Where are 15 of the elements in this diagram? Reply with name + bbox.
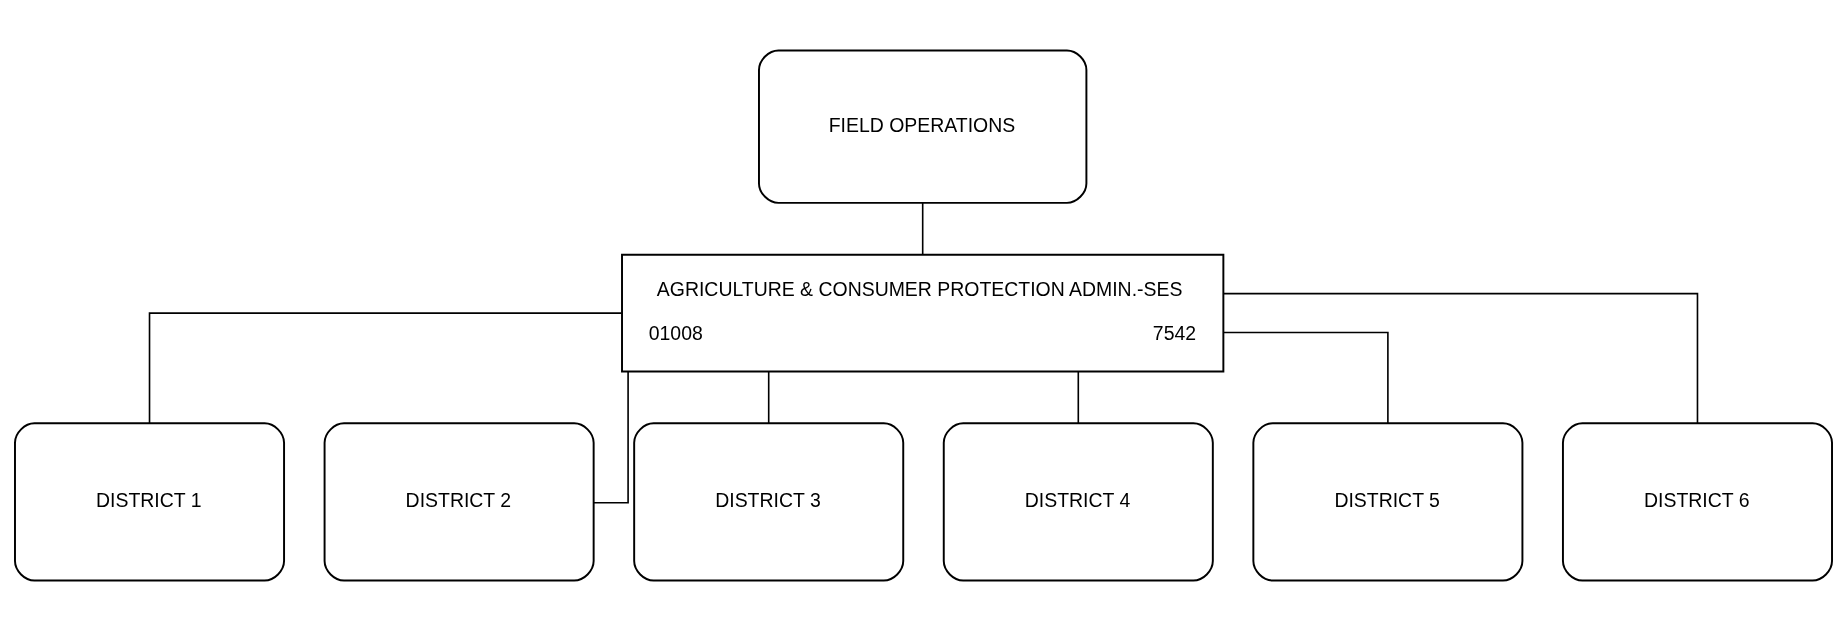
node-box: DISTRICT 4 xyxy=(942,422,1214,582)
connector xyxy=(1223,331,1389,424)
connector xyxy=(148,312,623,424)
node-box: DISTRICT 3 xyxy=(633,422,905,582)
node-box: DISTRICT 5 xyxy=(1252,422,1524,582)
connector xyxy=(1077,370,1080,424)
node-box: DISTRICT 1 xyxy=(14,422,286,582)
connector xyxy=(593,370,629,504)
node-box: DISTRICT 6 xyxy=(1561,422,1833,582)
connector xyxy=(1223,292,1699,424)
connector xyxy=(921,202,924,256)
connector xyxy=(767,370,770,424)
node-box: AGRICULTURE & CONSUMER PROTECTION ADMIN.-SES 01008 7542 xyxy=(621,253,1225,373)
node-box: FIELD OPERATIONS xyxy=(758,49,1088,204)
node-box: DISTRICT 2 xyxy=(323,422,595,582)
